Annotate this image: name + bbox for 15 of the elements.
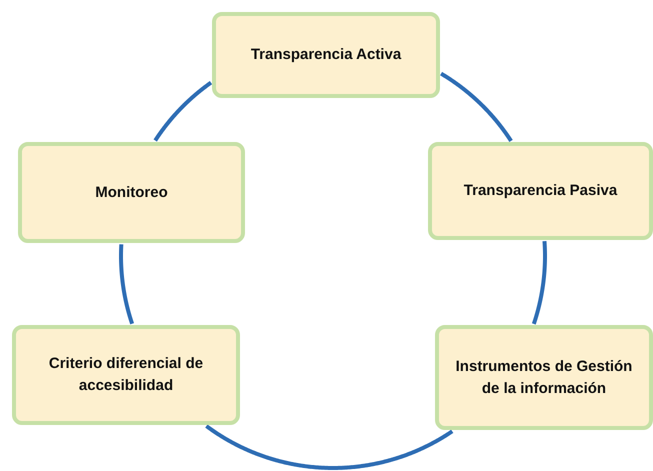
connector-arc <box>532 240 547 326</box>
process-box <box>428 142 653 240</box>
node-label: Monitoreo <box>95 182 168 203</box>
connector-arc <box>440 72 513 142</box>
node-label: Transparencia Activa <box>250 45 402 66</box>
connector-arc <box>119 242 134 326</box>
node-label: Criterio diferencial de accesibilidad <box>48 354 204 396</box>
node-label: Transparencia Pasiva <box>464 181 618 202</box>
process-box <box>435 325 653 430</box>
process-box <box>212 12 440 98</box>
process-box <box>12 325 240 425</box>
connector-arc <box>154 81 212 142</box>
process-box <box>18 142 245 243</box>
connector-arc <box>205 424 454 470</box>
node-label: Instrumentos de Gestión de la información <box>454 356 634 398</box>
